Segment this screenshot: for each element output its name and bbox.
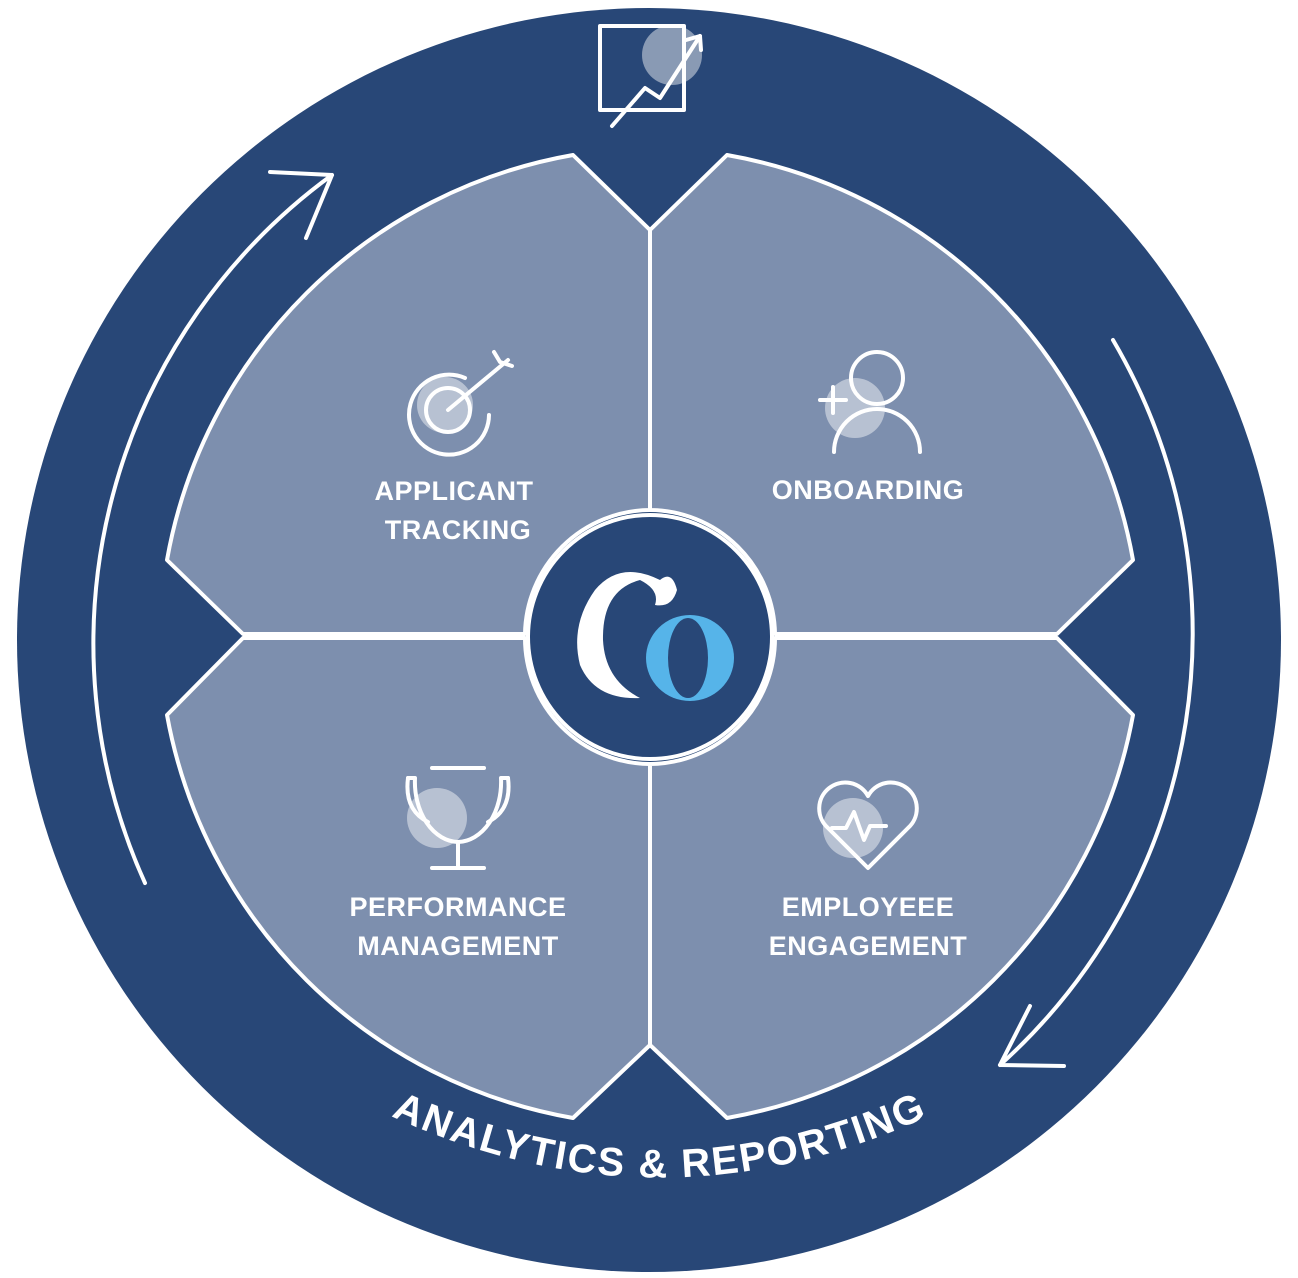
segment-onboarding[interactable] bbox=[648, 153, 1135, 636]
segment-applicant-tracking[interactable] bbox=[165, 153, 652, 636]
performance-management-label-line1: PERFORMANCE bbox=[349, 892, 566, 922]
applicant-tracking-label-line1: APPLICANT bbox=[375, 476, 534, 506]
cycle-arrow-right-icon bbox=[998, 338, 1195, 1068]
segment-employee-engagement[interactable] bbox=[648, 636, 1135, 1120]
applicant-tracking-label-line2: TRACKING bbox=[385, 515, 532, 545]
chart-growth-icon bbox=[598, 24, 703, 128]
heart-pulse-icon bbox=[817, 780, 919, 870]
cycle-arrow-left-icon bbox=[91, 170, 334, 885]
segment-performance-management[interactable] bbox=[165, 636, 652, 1120]
person-add-icon bbox=[818, 350, 922, 454]
target-arrow-icon bbox=[407, 350, 514, 457]
performance-management-label-line2: MANAGEMENT bbox=[357, 931, 559, 961]
onboarding-label: ONBOARDING bbox=[772, 475, 965, 505]
co-logo-icon bbox=[526, 513, 774, 761]
trophy-icon bbox=[405, 766, 511, 870]
employee-engagement-label-line2: ENGAGEMENT bbox=[769, 931, 968, 961]
employee-engagement-label-line1: EMPLOYEEE bbox=[782, 892, 955, 922]
